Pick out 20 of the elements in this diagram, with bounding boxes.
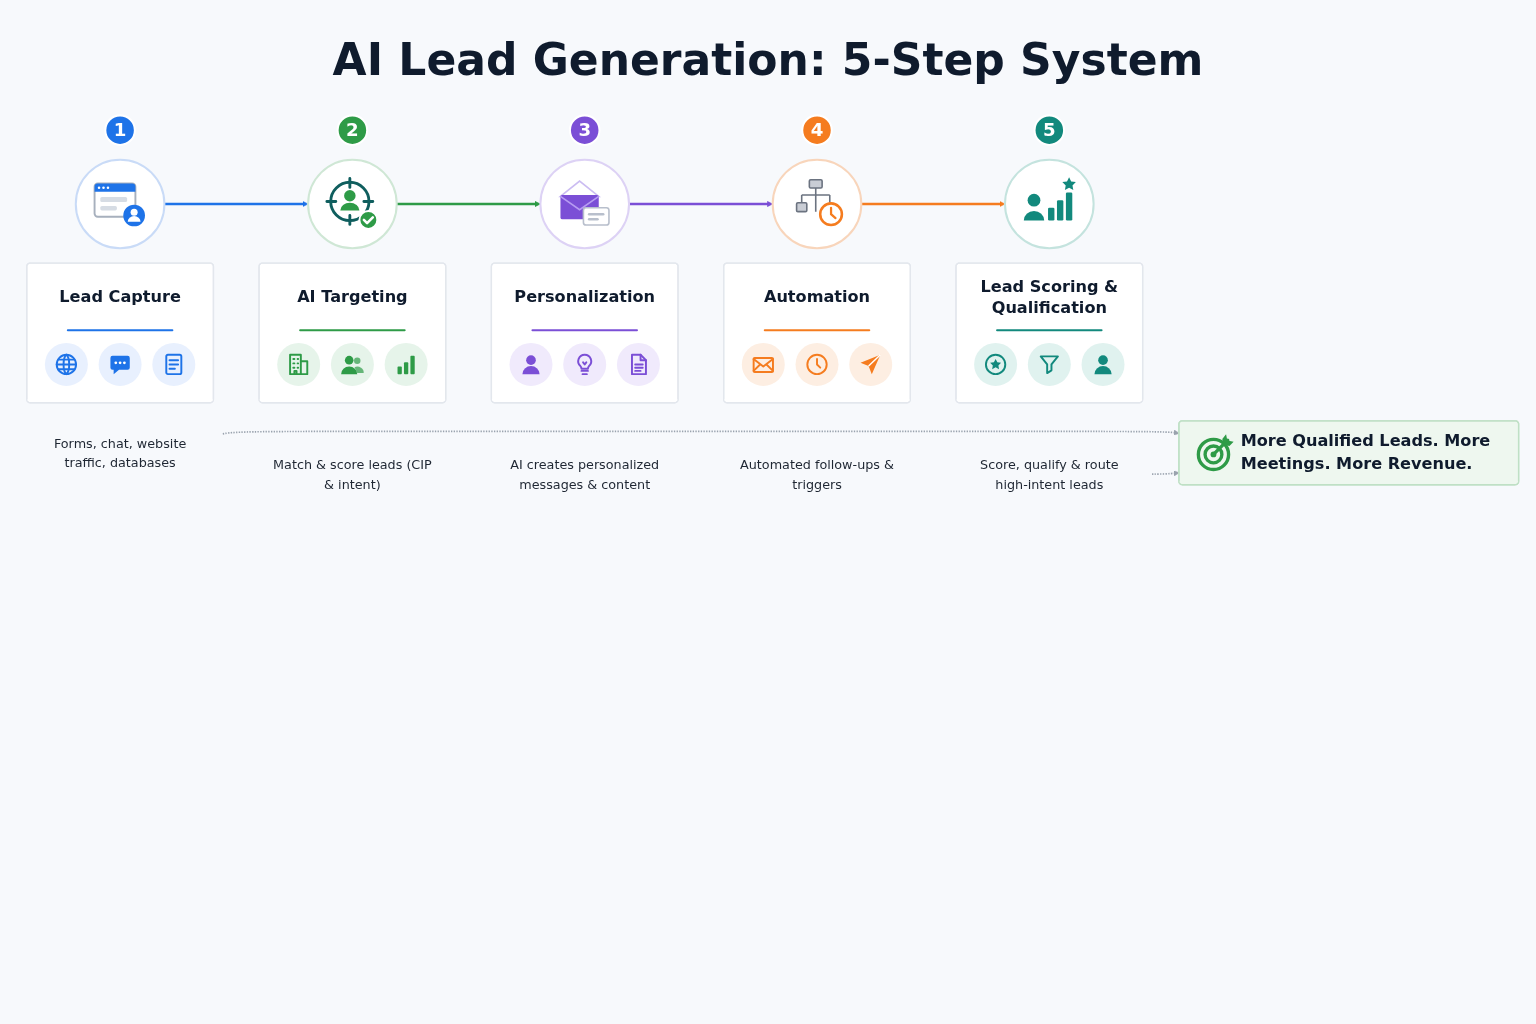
node-circle	[74, 158, 166, 250]
arrow	[164, 201, 309, 207]
node-circle: 5	[1033, 114, 1066, 146]
node-circle: 1	[104, 114, 136, 146]
node-circle: 2	[336, 114, 369, 146]
node-text: Forms, chat, website traffic, databases	[53, 435, 187, 470]
arrow	[396, 201, 541, 207]
title: AI Lead Generation: 5-Step System	[332, 34, 1204, 85]
node-circle	[307, 158, 398, 250]
node-text: Match & score leads (CIP & intent)	[273, 456, 432, 491]
node-circle	[771, 158, 863, 250]
node-circle	[539, 158, 631, 250]
node-circle: 4	[801, 114, 833, 146]
node-text: Automated follow-ups & triggers	[740, 456, 894, 491]
node-text: AI creates personalized messages & content	[510, 456, 660, 491]
node-circle	[1004, 158, 1095, 250]
node-circle: 3	[568, 114, 601, 146]
node-text: Score, qualify & route high-intent leads	[980, 456, 1119, 491]
arrow	[861, 201, 1006, 207]
arrow	[629, 201, 773, 207]
